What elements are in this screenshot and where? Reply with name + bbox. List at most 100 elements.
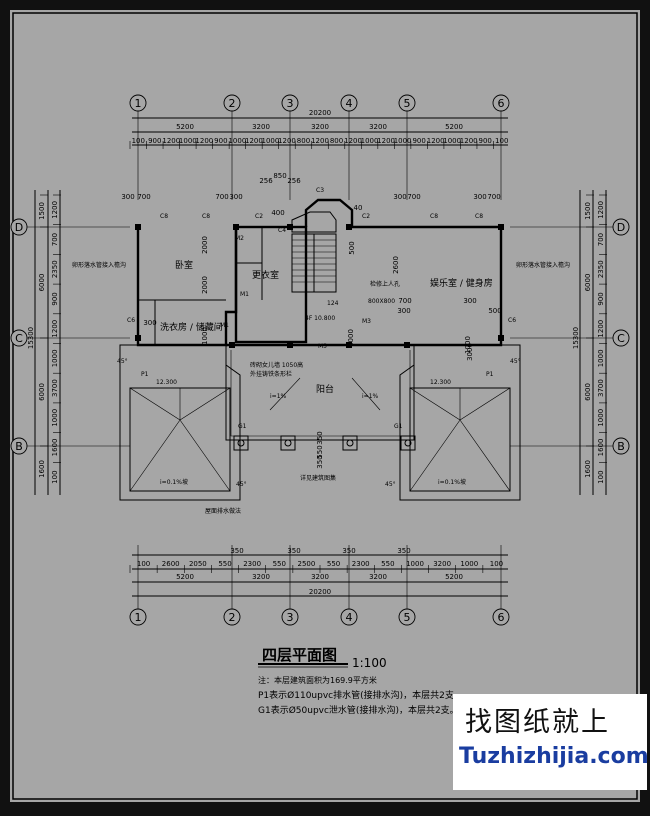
axis-label: 6 — [498, 611, 505, 624]
bottom-axis-bubbles: 1 2 3 4 5 6 — [129, 608, 510, 626]
slope-balcony: i=1% — [270, 393, 287, 400]
dim-350: 350 — [397, 547, 410, 555]
dim-right-outer: 6000 — [584, 383, 592, 401]
dim-top: 5200 — [445, 123, 463, 131]
dim-top-fine: 1200 — [460, 137, 478, 145]
dim-right-inner: 3700 — [597, 379, 605, 397]
dim-right-outer: 6000 — [584, 274, 592, 292]
dim-right-outer: 1500 — [584, 202, 592, 220]
dim-left-outer: 1500 — [38, 202, 46, 220]
dim-top-fine: 1200 — [377, 137, 395, 145]
dim-total-bottom: 20200 — [309, 588, 331, 596]
dim-bottom-fine: 2300 — [352, 560, 370, 568]
tag-c8: C8 — [202, 213, 210, 220]
axis-bubble-3-bottom — [281, 608, 299, 626]
dim-top-fine: 900 — [214, 137, 227, 145]
dim-top-fine: 1200 — [195, 137, 213, 145]
watermark-cn: 找图纸就上 — [465, 707, 610, 738]
dim-left-inner: 1600 — [51, 439, 59, 457]
dim-inner: 300 — [393, 193, 406, 201]
structural-columns — [135, 224, 504, 348]
dim-top-fine: 1200 — [344, 137, 362, 145]
dim-inner: 700 — [487, 193, 500, 201]
dim-inner: 1000 — [347, 329, 355, 347]
axis-bubble-1-bottom — [129, 608, 147, 626]
tag-c8: C8 — [160, 213, 168, 220]
dim-350: 350 — [342, 547, 355, 555]
dim-inner: 500 — [488, 307, 501, 315]
tag-p1: P1 — [141, 371, 149, 378]
dim-left-inner: 900 — [51, 292, 59, 305]
axis-label: 6 — [498, 97, 505, 110]
tag-m5: M5 — [318, 343, 327, 350]
dim-bottom-fine: 100 — [137, 560, 150, 568]
roof-slope-right: i=0.1%坡 — [438, 478, 466, 486]
angle-tag: 45° — [510, 358, 521, 365]
dim-inner: 500 — [348, 241, 356, 254]
dim-inner: 2000 — [201, 276, 209, 294]
dim-left-inner: 1000 — [51, 409, 59, 427]
dim-inner: 300 — [463, 297, 476, 305]
note-g1: G1表示Ø50upvc泄水管(接排水沟)，本层共2支。 — [258, 704, 459, 716]
dim-bottom-fine: 550 — [327, 560, 340, 568]
wall-core — [234, 225, 308, 344]
roof-left — [119, 344, 241, 501]
dim-left-inner: 2350 — [51, 260, 59, 278]
dim-bottom-fine: 3200 — [433, 560, 451, 568]
dim-inner: 700 — [398, 297, 411, 305]
dim-inner: 300 — [397, 307, 410, 315]
axis-label: B — [15, 440, 23, 453]
watermark: 找图纸就上 Tuzhizhijia.com — [453, 694, 649, 790]
slope-balcony: i=1% — [362, 393, 379, 400]
dim-bottom-fine: 2300 — [243, 560, 261, 568]
roof-elevation-right: 12.300 — [430, 379, 451, 386]
axis-bubble-4-bottom — [340, 608, 358, 626]
dim-top: 3200 — [369, 123, 387, 131]
dim-inner: 850 — [273, 172, 286, 180]
tag-m2: M2 — [235, 235, 244, 242]
dim-left-inner: 1200 — [51, 320, 59, 338]
detail-reference: 详见建筑图集 — [300, 474, 336, 482]
right-dimensions: 1500600060001600120070023509001200100037… — [572, 194, 607, 484]
tag-c6: C6 — [508, 317, 516, 324]
dim-350: 350 — [287, 547, 300, 555]
dim-bottom-fine: 550 — [381, 560, 394, 568]
dim-top-fine: 900 — [479, 137, 492, 145]
dim-top-fine: 1000 — [228, 137, 246, 145]
dim-top-fine: 100 — [495, 137, 508, 145]
dim-top: 5200 — [176, 123, 194, 131]
tag-c2: C2 — [255, 213, 263, 220]
dim-right-inner: 900 — [597, 292, 605, 305]
dim-inner: 1000 — [201, 327, 209, 345]
tag-p1: P1 — [486, 371, 494, 378]
dim-inner: 300 — [229, 193, 242, 201]
top-axis-bubbles: 1 2 3 4 5 6 — [129, 94, 510, 112]
axis-label: 4 — [346, 611, 353, 624]
axis-label: 1 — [135, 97, 142, 110]
parapet-label-2: 外挂铸铁条形栏 — [250, 370, 292, 378]
axis-label: D — [617, 221, 625, 234]
dim-350: 350 — [230, 547, 243, 555]
dim-bottom-fine: 550 — [218, 560, 231, 568]
dim-top-fine: 1200 — [245, 137, 263, 145]
dim-top-fine: 1200 — [162, 137, 180, 145]
angle-tag: 45° — [117, 358, 128, 365]
dim-top-fine: 1000 — [262, 137, 280, 145]
dim-right-inner: 1200 — [597, 201, 605, 219]
dim-right-inner: 2350 — [597, 260, 605, 278]
left-dimensions: 1500600060001600120070023509001200100037… — [27, 194, 61, 484]
dim-right-inner: 1200 — [597, 320, 605, 338]
dim-top: 3200 — [311, 123, 329, 131]
drawing-scale: 1:100 — [352, 656, 387, 670]
dim-inner: 40 — [354, 204, 363, 212]
tag-m1: M1 — [220, 322, 229, 329]
dim-top-fine: 1200 — [311, 137, 329, 145]
axis-label: 5 — [404, 611, 411, 624]
dim-right-inner: 700 — [597, 233, 605, 246]
dim-left-inner: 3700 — [51, 379, 59, 397]
dim-bottom-fine: 1000 — [460, 560, 478, 568]
top-dimensions: 20200 5200 3200 3200 3200 5200 — [132, 109, 508, 200]
sheet-background — [10, 10, 640, 802]
